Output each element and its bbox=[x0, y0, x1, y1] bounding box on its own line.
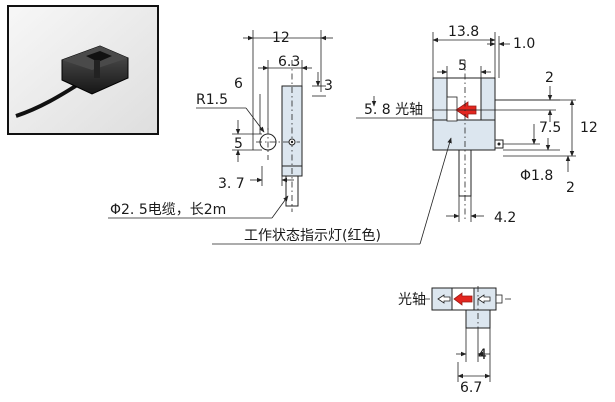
front-dim-7-5: 7.5 bbox=[539, 120, 561, 136]
front-dim-slot: 5 bbox=[458, 58, 467, 74]
emitter-arrow-icon bbox=[437, 294, 451, 304]
top-indicator-icon bbox=[453, 292, 473, 306]
front-dim-right: 1.0 bbox=[513, 36, 535, 52]
top-dim-6-7: 6.7 bbox=[460, 380, 482, 396]
front-dim-bottom: 2 bbox=[566, 180, 575, 196]
top-dim-4: 4 bbox=[478, 347, 487, 363]
cable-label: Φ2. 5电缆，长2m bbox=[110, 202, 226, 218]
top-optical-axis-label: 光轴 bbox=[398, 292, 426, 308]
optical-axis-label: 5. 8 光轴 bbox=[364, 102, 423, 118]
side-body bbox=[281, 85, 303, 167]
top-view: 光轴 4 6.7 bbox=[398, 286, 512, 396]
side-dim-offset: 6.3 bbox=[278, 54, 300, 70]
side-radius: R1.5 bbox=[196, 92, 228, 108]
side-dim-top: 3 bbox=[324, 78, 333, 94]
receiver-arrow-icon bbox=[477, 294, 491, 304]
side-view: 12 6.3 3 6 R1.5 5 3. 7 Φ2. 5电缆，长2m bbox=[108, 30, 333, 219]
side-dim-width: 12 bbox=[272, 30, 290, 46]
product-photo bbox=[7, 5, 159, 135]
front-view: 13.8 1.0 5 5. 8 光轴 2 7.5 12 Φ bbox=[212, 24, 598, 245]
side-dim-height: 6 bbox=[234, 76, 243, 92]
indicator-label: 工作状态指示灯(红色) bbox=[244, 227, 381, 244]
front-dim-top: 2 bbox=[545, 70, 554, 86]
side-dim-hole: 5 bbox=[234, 136, 243, 152]
front-dim-4-2: 4.2 bbox=[494, 210, 516, 226]
front-dim-12: 12 bbox=[580, 120, 598, 136]
front-dim-pin: Φ1.8 bbox=[520, 168, 553, 184]
side-dim-bottom: 3. 7 bbox=[218, 176, 245, 192]
front-dim-width: 13.8 bbox=[448, 24, 479, 40]
